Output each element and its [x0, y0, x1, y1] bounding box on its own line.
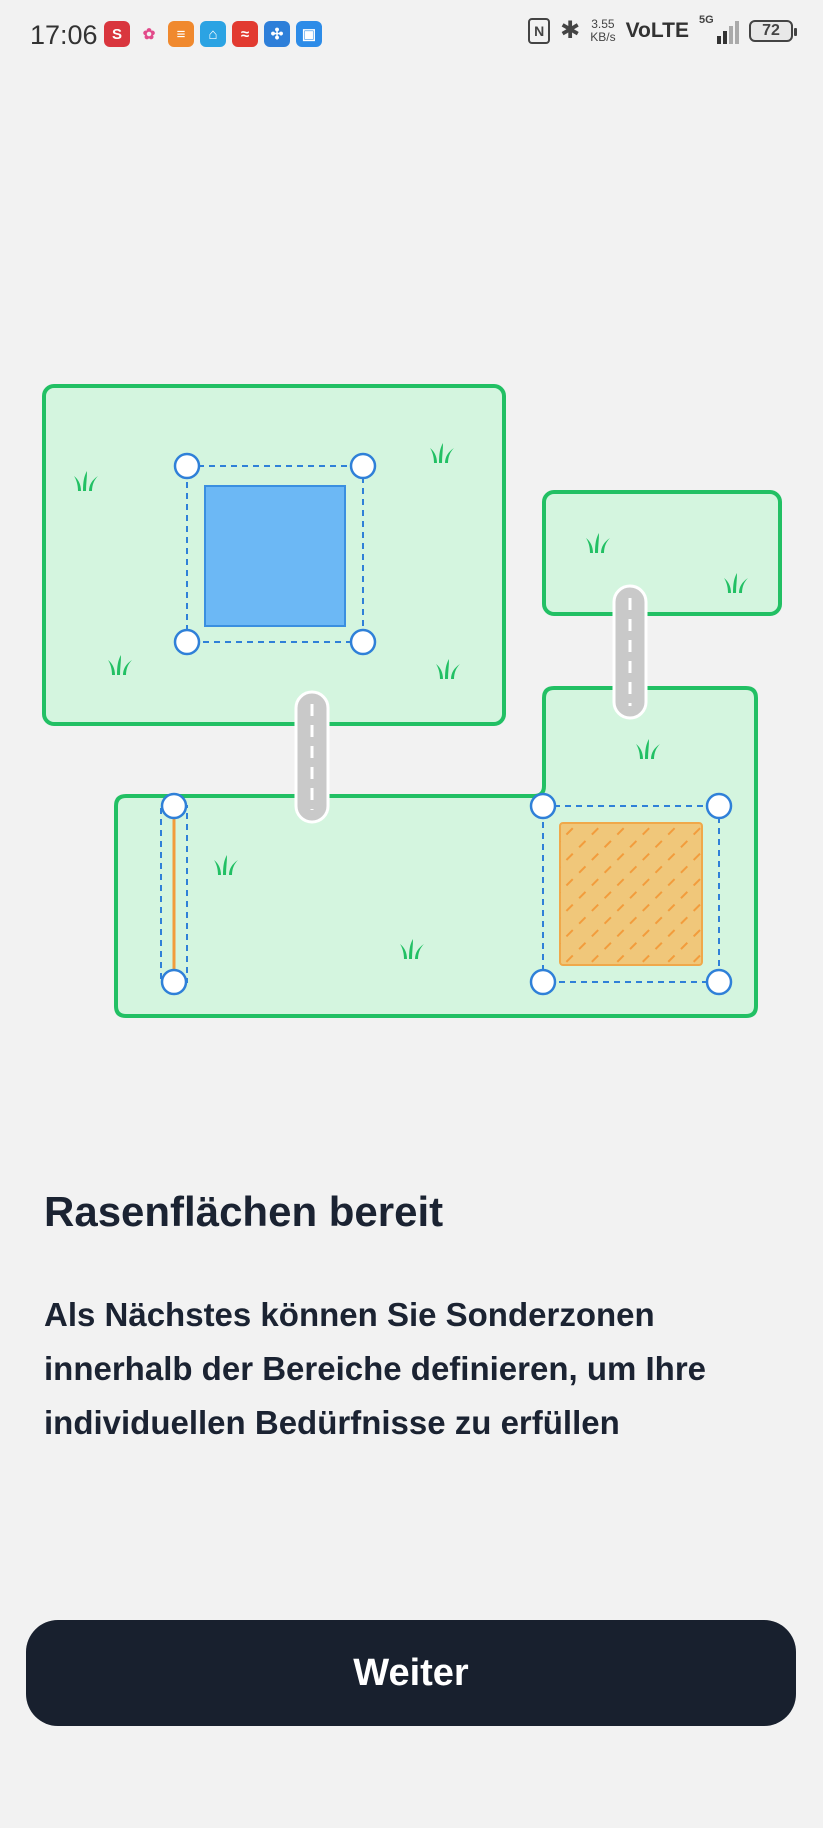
resize-handle [349, 628, 377, 656]
resize-handle [173, 628, 201, 656]
resize-handle [705, 792, 733, 820]
status-bar: 17:06 S✿≡⌂≈✣▣ N ✱ 3.55 KB/s VoLTE 5G 72 [0, 0, 823, 74]
resize-handle [529, 968, 557, 996]
lawn-map-illustration [42, 384, 782, 1018]
network-speed-value: 3.55 [591, 17, 615, 31]
channel-path-b-c [612, 584, 648, 720]
battery-level: 72 [762, 22, 780, 39]
red-app-icon: ≈ [232, 21, 258, 47]
virtual-wall [160, 792, 188, 996]
calendar-app-icon: ▣ [296, 21, 322, 47]
continue-button[interactable]: Weiter [26, 1620, 796, 1726]
bluetooth-icon: ✱ [560, 17, 581, 44]
resize-handle [160, 968, 188, 996]
nfc-icon: N [528, 18, 551, 44]
resize-handle [160, 792, 188, 820]
page-title: Rasenflächen bereit [44, 1188, 444, 1235]
fan-app-icon: ✣ [264, 21, 290, 47]
no-go-zone [173, 452, 377, 656]
s-app-icon: S [104, 21, 130, 47]
pinwheel-app-icon: ✿ [136, 21, 162, 47]
battery-icon: 72 [749, 20, 797, 42]
page-description: Als Nächstes können Sie Sonderzonen inne… [44, 1296, 707, 1441]
resize-handle [173, 452, 201, 480]
resize-handle [705, 968, 733, 996]
system-indicators: N ✱ 3.55 KB/s VoLTE 5G 72 [528, 14, 797, 44]
special-zone [529, 792, 733, 996]
orange-app-icon: ≡ [168, 21, 194, 47]
network-type: 5G [699, 14, 714, 26]
signal-icon: 5G [699, 14, 739, 44]
clock: 17:06 [30, 20, 98, 50]
channel-path-a-c [294, 690, 330, 824]
resize-handle [349, 452, 377, 480]
notification-icons: S✿≡⌂≈✣▣ [104, 21, 322, 47]
resize-handle [529, 792, 557, 820]
network-speed-unit: KB/s [590, 30, 616, 44]
lawn-zone-b [542, 490, 782, 616]
volte-indicator: VoLTE [625, 19, 689, 42]
home-app-icon: ⌂ [200, 21, 226, 47]
network-speed: 3.55 KB/s [590, 18, 615, 44]
